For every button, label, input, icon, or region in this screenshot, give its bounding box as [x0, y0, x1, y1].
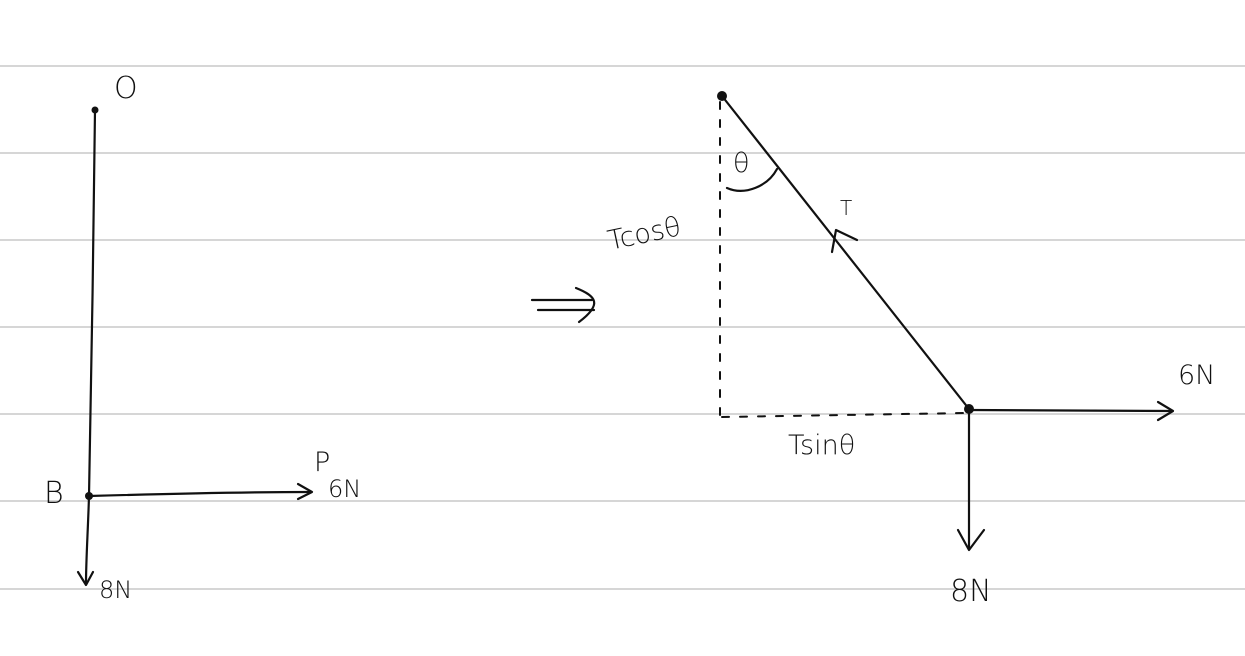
force-weight-arrowhead	[76, 570, 95, 587]
label-force-horizontal: 6N	[1178, 360, 1215, 391]
force-horizontal-arrowhead	[1156, 400, 1175, 422]
right-diagram: T θ Tcosθ Tsinθ 6N 8N	[605, 91, 1215, 609]
horizontal-component-dashed	[721, 412, 967, 418]
force-p-arrow-shaft	[87, 490, 312, 498]
tension-string	[720, 94, 971, 411]
tension-arrowhead	[830, 228, 859, 254]
label-force-vertical: 8N	[950, 574, 992, 609]
force-p-arrowhead	[296, 482, 314, 501]
force-vertical-arrowhead	[956, 528, 986, 552]
implies-arrow: ⟹	[0, 0, 596, 324]
label-point-b: B	[44, 476, 64, 511]
label-vertical-component: Tcosθ	[605, 211, 684, 257]
ruled-lines	[0, 65, 1245, 590]
implies-arrowhead	[574, 286, 596, 324]
left-diagram: O B P 6N 8N	[44, 71, 361, 604]
label-point-o: O	[114, 71, 138, 106]
label-force-p-name: P	[314, 447, 330, 478]
angle-arc	[725, 167, 779, 192]
label-force-p-value: 6N	[328, 475, 361, 503]
force-horizontal-arrow-shaft	[967, 408, 1174, 413]
string-ob	[87, 108, 97, 498]
implies-symbol-text: ⟹	[0, 0, 2, 1]
label-angle: θ	[733, 148, 750, 179]
label-tension: T	[840, 196, 852, 220]
label-force-weight: 8N	[99, 576, 132, 604]
point-o-dot	[91, 106, 99, 114]
label-horizontal-component: Tsinθ	[788, 430, 855, 461]
force-weight-arrow-shaft	[84, 494, 91, 585]
pivot-dot	[717, 91, 727, 101]
